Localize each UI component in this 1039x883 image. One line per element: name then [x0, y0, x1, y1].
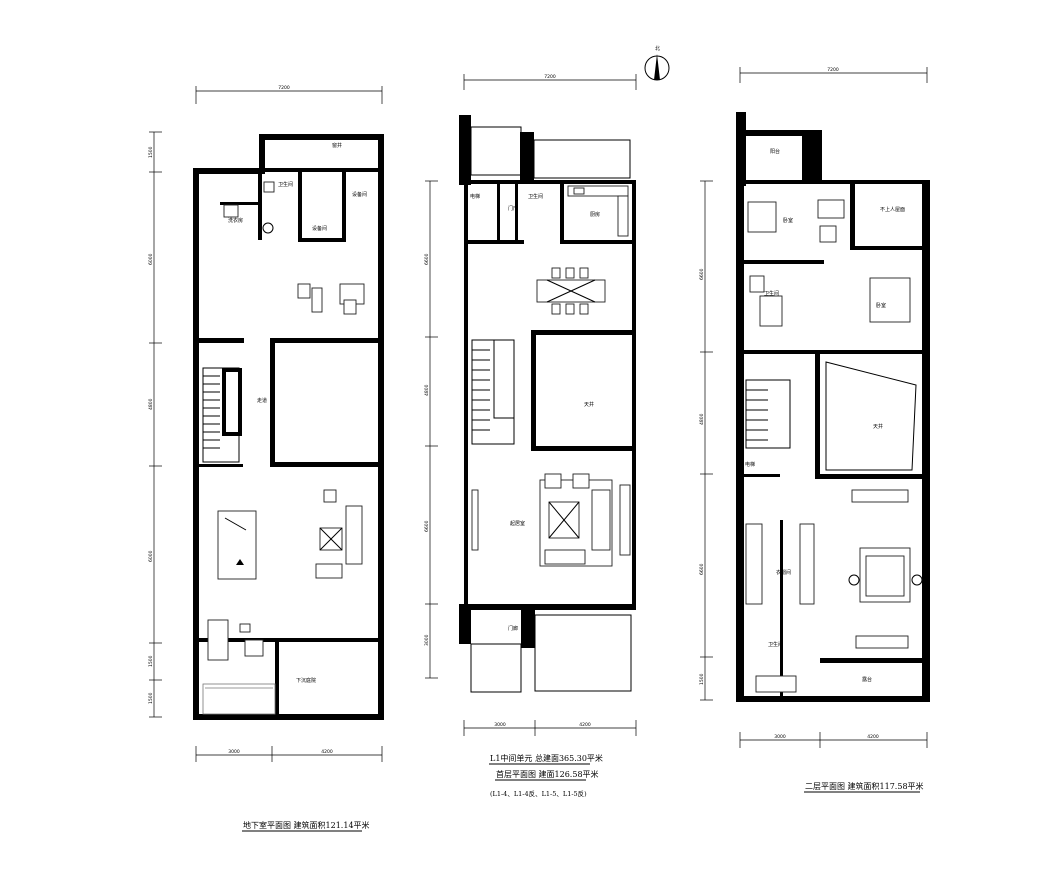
ground-label-porch: 门廊 [508, 625, 518, 632]
basement-left-dim-6: 1500 [148, 692, 154, 704]
basement-label-corridor: 走道 [257, 397, 267, 404]
second-label-bathroom-1: 卫生间 [764, 290, 779, 297]
basement-left-dim-5: 1500 [148, 655, 154, 667]
basement-left-dim-3: 4800 [148, 398, 154, 410]
ground-label-living: 起居室 [510, 520, 525, 527]
basement-left-dim-1: 1500 [148, 146, 154, 158]
second-label-bathroom-2: 卫生间 [768, 641, 783, 648]
ground-caption-total: L1中间单元 总建面365.30平米 [490, 753, 603, 763]
basement-left-dim-4: 6000 [148, 550, 154, 562]
ground-label-kitchen: 厨房 [590, 211, 600, 218]
second-left-dim-3: 6600 [699, 563, 705, 575]
ground-floor-plan: 7200 北 6600 4800 6600 3000 [424, 45, 670, 798]
ground-bottom-dim-2: 4200 [579, 722, 591, 728]
second-label-bedroom-1: 卧室 [783, 217, 793, 224]
ground-label-entry: 门厅 [508, 205, 518, 212]
second-floor-plan: 7200 6600 4800 6600 1500 [699, 67, 930, 793]
second-label-bedroom-2: 卧室 [876, 302, 886, 309]
basement-label-bathroom: 卫生间 [278, 181, 293, 188]
second-label-elevator: 电梯 [745, 461, 755, 468]
second-left-dim-2: 4800 [699, 413, 705, 425]
north-label: 北 [655, 45, 660, 52]
second-label-balcony-bottom: 露台 [862, 676, 872, 683]
second-label-atrium: 天井 [873, 423, 883, 430]
second-top-dim: 7200 [827, 67, 839, 73]
second-bottom-dim-1: 3000 [774, 734, 786, 740]
ground-caption-floor: 首层平面图 建面126.58平米 [496, 769, 599, 779]
second-label-balcony-top: 阳台 [770, 148, 780, 155]
ground-label-elevator: 电梯 [470, 193, 480, 200]
basement-plan: 7200 1500 6000 4800 6000 1500 1500 [148, 85, 384, 832]
basement-label-equipment-2: 设备间 [312, 225, 327, 232]
ground-left-dim-2: 4800 [424, 384, 430, 396]
ground-bottom-dim-1: 3000 [494, 722, 506, 728]
basement-label-equipment-1: 设备间 [352, 191, 367, 198]
basement-bottom-dim-1: 3000 [228, 749, 240, 755]
basement-label-laundry: 洗衣房 [228, 217, 243, 224]
basement-caption: 地下室平面图 建筑面积121.14平米 [243, 820, 370, 830]
second-bottom-dim-2: 4200 [867, 734, 879, 740]
ground-caption-units: (L1-4、L1-4反、L1-5、L1-5反) [490, 789, 587, 798]
basement-left-dim-2: 6000 [148, 253, 154, 265]
basement-top-dim: 7200 [278, 85, 290, 91]
second-label-closet: 衣帽间 [776, 569, 791, 576]
ground-left-dim-4: 3000 [424, 634, 430, 646]
ground-left-dim-3: 6600 [424, 520, 430, 532]
basement-bottom-dim-2: 4200 [321, 749, 333, 755]
ground-label-atrium: 天井 [584, 401, 594, 408]
second-left-dim-1: 6600 [699, 268, 705, 280]
second-caption: 二层平面图 建筑面积117.58平米 [805, 781, 924, 791]
ground-label-bathroom: 卫生间 [528, 193, 543, 200]
ground-top-dim: 7200 [544, 74, 556, 80]
second-label-no-access-roof: 不上人屋面 [880, 206, 905, 213]
basement-label-sunken-garden: 下沉庭院 [296, 677, 316, 684]
ground-left-dim-1: 6600 [424, 253, 430, 265]
basement-label-window-well: 窗井 [332, 142, 342, 149]
second-left-dim-4: 1500 [699, 673, 705, 685]
